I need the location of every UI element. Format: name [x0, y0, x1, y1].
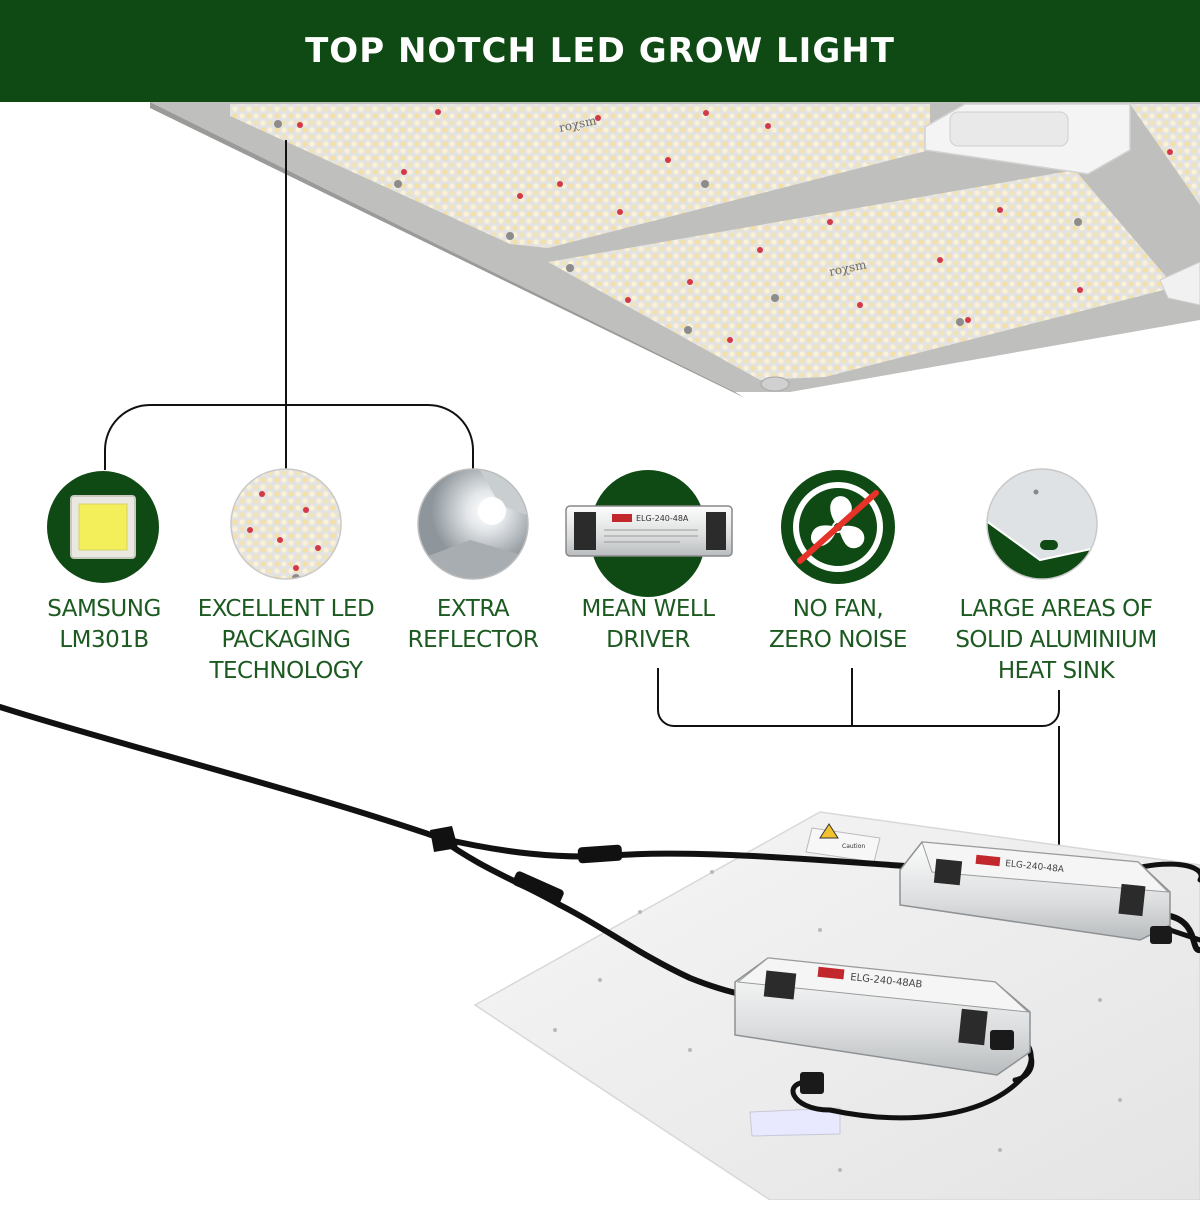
feature-label-no-fan: NO FAN, ZERO NOISE — [748, 594, 928, 656]
feature-label-line: TECHNOLOGY — [209, 658, 363, 684]
heat-sink-icon — [986, 468, 1098, 580]
feature-label-line: EXTRA — [436, 596, 510, 622]
feature-label-heat-sink: LARGE AREAS OF SOLID ALUMINIUM HEAT SINK — [936, 594, 1176, 687]
feature-label-led-packaging: EXCELLENT LED PACKAGING TECHNOLOGY — [176, 594, 396, 687]
connector-lines-top — [104, 140, 474, 470]
driver-icon: ELG-240-48A — [565, 470, 733, 597]
reflector-icon — [417, 468, 529, 580]
svg-text:Caution: Caution — [842, 843, 865, 850]
feature-label-samsung-lm301b: SAMSUNG LM301B — [20, 594, 188, 656]
driver-unit-top: ELG-240-48A — [899, 841, 1172, 944]
feature-label-line: DRIVER — [606, 627, 690, 653]
led-chip-icon — [47, 471, 159, 583]
feature-label-mean-well-driver: MEAN WELL DRIVER — [558, 594, 738, 656]
led-panel-top: rοχsm rοχsm — [150, 102, 1200, 398]
feature-label-line: REFLECTOR — [407, 627, 539, 653]
no-fan-icon — [781, 470, 895, 584]
feature-label-line: SOLID ALUMINIUM — [955, 627, 1157, 653]
svg-text:ELG-240-48A: ELG-240-48A — [636, 514, 689, 523]
feature-label-line: NO FAN, — [792, 596, 884, 622]
cable-connectors — [430, 826, 623, 904]
header-banner: TOP NOTCH LED GROW LIGHT — [0, 0, 1200, 102]
feature-label-line: MEAN WELL — [581, 596, 715, 622]
feature-label-line: HEAT SINK — [997, 658, 1115, 684]
feature-label-line: LM301B — [59, 627, 149, 653]
feature-label-line: SAMSUNG — [47, 596, 161, 622]
page-title: TOP NOTCH LED GROW LIGHT — [305, 31, 895, 71]
feature-label-line: PACKAGING — [221, 627, 351, 653]
feature-label-line: LARGE AREAS OF — [959, 596, 1153, 622]
driver-unit-bottom: ELG-240-48AB — [734, 957, 1031, 1094]
feature-label-line: EXCELLENT LED — [197, 596, 375, 622]
feature-label-extra-reflector: EXTRA REFLECTOR — [393, 594, 553, 656]
feature-label-line: ZERO NOISE — [769, 627, 907, 653]
led-packaging-icon — [230, 468, 342, 580]
